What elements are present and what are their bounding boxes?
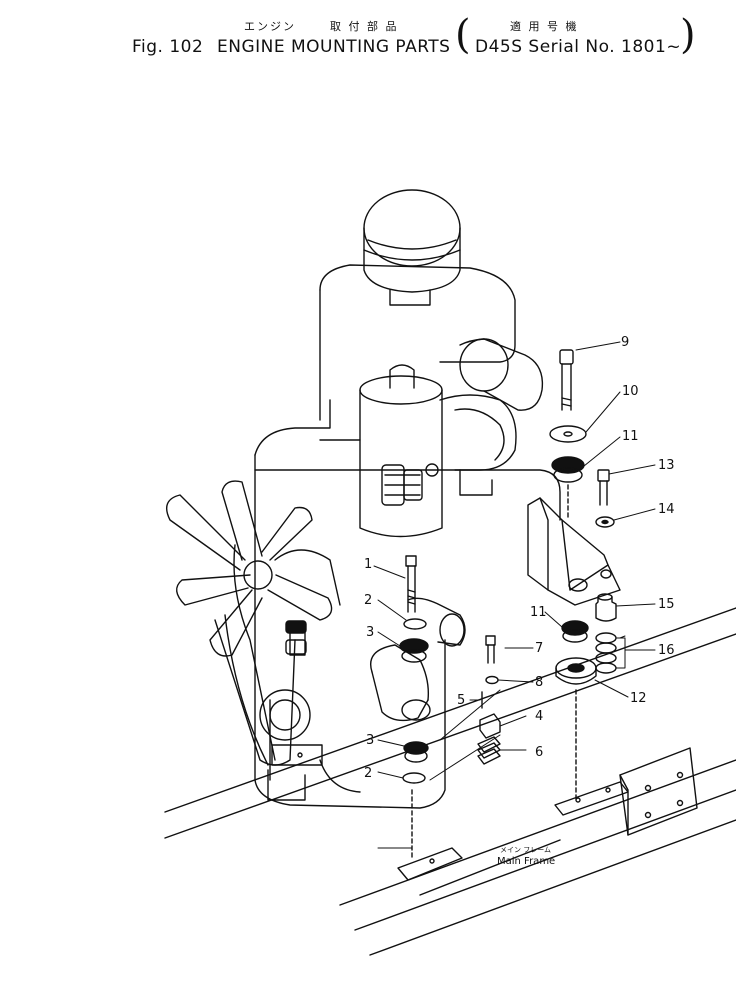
part-11-cushion-upper (551, 456, 585, 483)
part-12-cushion-lower (555, 657, 597, 685)
callout-7: 7 (535, 641, 543, 656)
header-jp-serial: 適 用 号 機 (510, 20, 579, 33)
callout-14: 14 (658, 502, 675, 517)
part-1-bolt (405, 555, 417, 613)
callout-1: 1 (364, 557, 372, 572)
page-title: ENGINE MOUNTING PARTS (217, 37, 451, 57)
callout-10: 10 (622, 384, 639, 399)
page-header: エンジン 取 付 部 品 適 用 号 機 Fig. 102 ENGINE MOU… (0, 0, 736, 90)
part-8-lock-washer (485, 675, 499, 685)
front-mount-bracket (370, 597, 466, 722)
part-4-block (479, 713, 501, 739)
callout-4: 4 (535, 709, 543, 724)
paren-open: ( (455, 12, 471, 58)
serial-range: D45S Serial No. 1801~ (475, 37, 682, 57)
figure-number: Fig. 102 (132, 37, 204, 57)
part-15-collar (595, 593, 617, 622)
part-2-washer-upper (403, 618, 427, 630)
callout-9: 9 (621, 335, 629, 350)
main-frame-label-jp: メイン フレーム (500, 846, 551, 854)
header-jp-engine: エンジン (244, 20, 296, 33)
cooling-fan (166, 480, 341, 801)
part-11-cushion-lower (561, 620, 589, 643)
part-10-washer (549, 425, 587, 443)
callout-3-lower: 3 (366, 733, 374, 748)
part-16-shims (595, 632, 617, 674)
part-9-bolt (559, 349, 574, 411)
rear-mount-bracket (527, 497, 621, 606)
header-jp-mounting-parts: 取 付 部 品 (330, 20, 399, 33)
part-6-shims (477, 736, 501, 765)
callout-6: 6 (535, 745, 543, 760)
callout-2-lower: 2 (364, 766, 372, 781)
part-3-cushion-lower (403, 741, 429, 763)
callout-13: 13 (658, 458, 675, 473)
callout-2-upper: 2 (364, 593, 372, 608)
part-3-cushion-upper (399, 638, 429, 663)
callout-12: 12 (630, 691, 647, 706)
callout-11-lower: 11 (530, 605, 547, 620)
part-7-bolt (485, 635, 496, 664)
callout-labels: 1 2 3 3 2 4 5 6 7 8 9 10 11 11 12 13 14 … (364, 335, 675, 867)
leader-lines (373, 341, 656, 849)
part-13-bolt (597, 469, 610, 506)
main-frame-rails (164, 607, 736, 956)
callout-11-upper: 11 (622, 429, 639, 444)
callout-5: 5 (457, 693, 465, 708)
engine-block (254, 189, 561, 809)
part-14-washer (595, 516, 615, 528)
part-2-washer-lower (402, 772, 426, 784)
main-frame-label: Main Frame (497, 856, 555, 867)
callout-16: 16 (658, 643, 675, 658)
callout-8: 8 (535, 675, 543, 690)
callout-3-upper: 3 (366, 625, 374, 640)
paren-close: ) (680, 12, 696, 58)
callout-15: 15 (658, 597, 675, 612)
